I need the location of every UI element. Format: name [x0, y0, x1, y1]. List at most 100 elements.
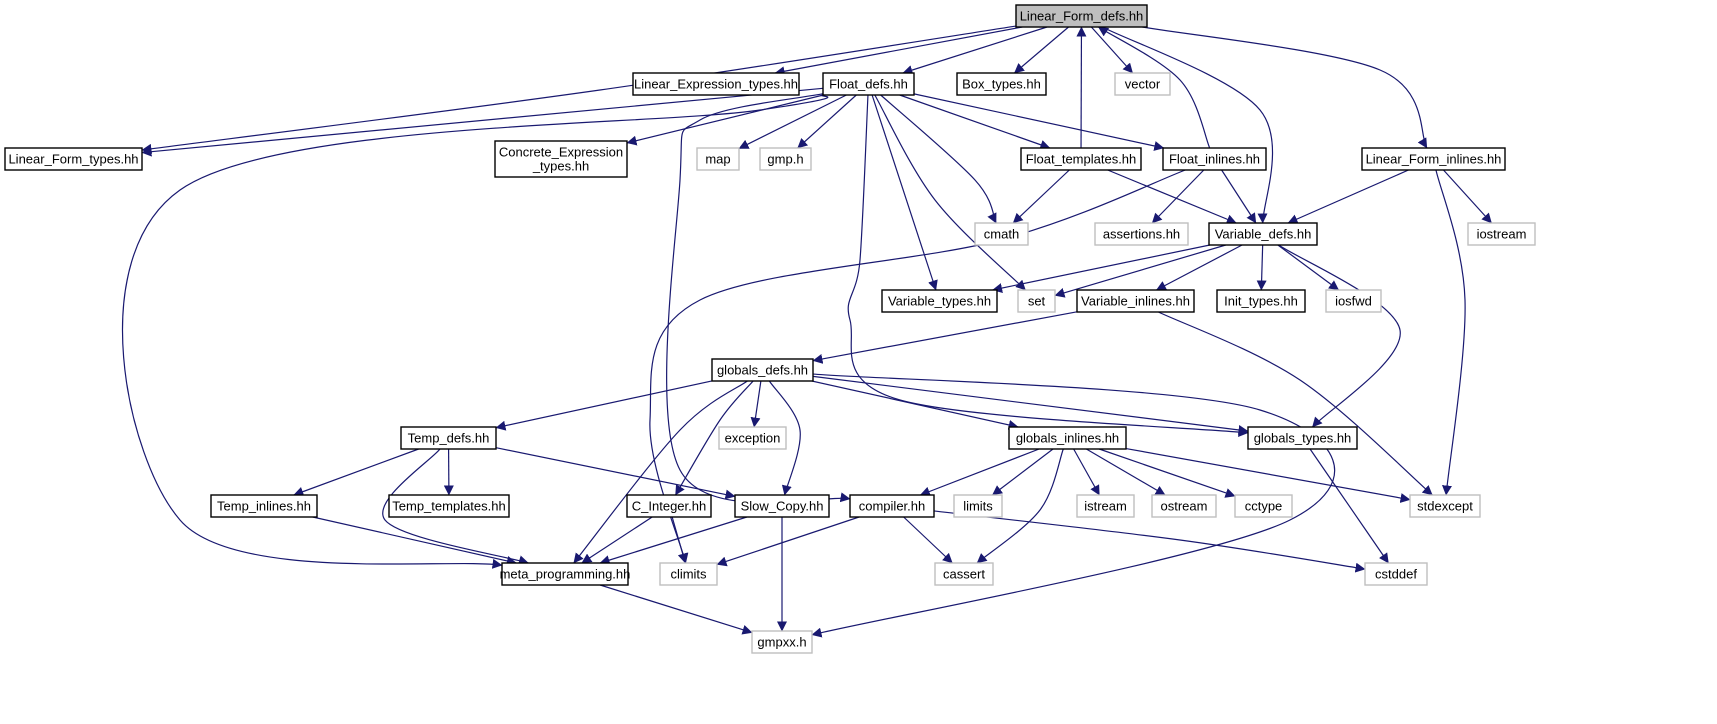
- node-Temp_templates.hh[interactable]: Temp_templates.hh: [388, 494, 510, 518]
- node-label: iostream: [1477, 227, 1527, 242]
- edge-globals_defs.hh-to-meta_programming.hh: [573, 380, 748, 564]
- edge-Linear_Form_inlines.hh-to-stdexcept: [1435, 169, 1466, 496]
- edge-Float_defs.hh-to-cmath: [880, 94, 997, 224]
- node-label: gmp.h: [767, 152, 803, 167]
- node-box: [1208, 222, 1318, 246]
- node-box: [956, 72, 1047, 96]
- edge-Linear_Form_defs.hh-to-vector: [1090, 26, 1134, 74]
- node-label: cctype: [1245, 499, 1283, 514]
- node-box: [1015, 4, 1148, 28]
- node-Init_types.hh[interactable]: Init_types.hh: [1216, 289, 1306, 313]
- node-box: [1234, 494, 1293, 518]
- node-Float_inlines.hh[interactable]: Float_inlines.hh: [1162, 147, 1267, 171]
- edge-Float_templates.hh-to-cmath: [1012, 169, 1070, 224]
- node-gmp.h: gmp.h: [759, 147, 812, 171]
- edge-Float_defs.hh-to-globals_types.hh: [847, 94, 1249, 437]
- edge-Float_defs.hh-to-Variable_types.hh: [871, 94, 938, 291]
- edge-Float_inlines.hh-to-Linear_Form_defs.hh: [1098, 26, 1211, 149]
- node-box: [822, 72, 915, 96]
- node-globals_inlines.hh[interactable]: globals_inlines.hh: [1008, 426, 1127, 450]
- node-box: [210, 494, 318, 518]
- node-Concrete_Expression_types.hh[interactable]: Concrete_Expression_types.hh: [494, 140, 628, 178]
- node-label: compiler.hh: [859, 499, 925, 514]
- node-box: [1162, 147, 1267, 171]
- node-label: Box_types.hh: [962, 77, 1041, 92]
- edge-Float_defs.hh-to-meta_programming.hh: [121, 94, 829, 569]
- node-box: [400, 426, 497, 450]
- edge-globals_types.hh-to-cstddef: [1309, 448, 1389, 564]
- node-label: istream: [1084, 499, 1127, 514]
- node-label: cstddef: [1375, 567, 1417, 582]
- edge-Float_inlines.hh-to-Variable_defs.hh: [1221, 169, 1257, 224]
- node-globals_defs.hh[interactable]: globals_defs.hh: [711, 358, 814, 382]
- node-Linear_Form_types.hh[interactable]: Linear_Form_types.hh: [4, 147, 143, 171]
- node-C_Integer.hh[interactable]: C_Integer.hh: [626, 494, 712, 518]
- node-iosfwd: iosfwd: [1325, 289, 1382, 313]
- node-Linear_Form_defs.hh[interactable]: Linear_Form_defs.hh: [1015, 4, 1148, 28]
- node-map: map: [696, 147, 740, 171]
- node-label: Init_types.hh: [1224, 294, 1298, 309]
- node-Temp_defs.hh[interactable]: Temp_defs.hh: [400, 426, 497, 450]
- node-istream: istream: [1076, 494, 1135, 518]
- node-ostream: ostream: [1151, 494, 1217, 518]
- edge-Variable_inlines.hh-to-globals_defs.hh: [812, 311, 1078, 364]
- node-box: [659, 562, 718, 586]
- edge-C_Integer.hh-to-meta_programming.hh: [581, 516, 653, 564]
- node-box: [501, 562, 629, 586]
- node-box: [1325, 289, 1382, 313]
- node-box: [1216, 289, 1306, 313]
- edge-Linear_Form_defs.hh-to-Variable_defs.hh: [1102, 26, 1274, 224]
- node-Variable_types.hh[interactable]: Variable_types.hh: [881, 289, 998, 313]
- edge-Float_defs.hh-to-Float_templates.hh: [899, 94, 1051, 150]
- node-label: Temp_templates.hh: [392, 499, 505, 514]
- node-box: [626, 494, 712, 518]
- node-climits: climits: [659, 562, 718, 586]
- edge-globals_defs.hh-to-gmpxx.h: [811, 373, 1336, 638]
- edge-Temp_defs.hh-to-meta_programming.hh: [382, 448, 529, 566]
- node-Linear_Expression_types.hh[interactable]: Linear_Expression_types.hh: [632, 72, 800, 96]
- node-Variable_inlines.hh[interactable]: Variable_inlines.hh: [1076, 289, 1195, 313]
- file-nodes: Linear_Form_defs.hhLinear_Expression_typ…: [4, 4, 1536, 654]
- node-Temp_inlines.hh[interactable]: Temp_inlines.hh: [210, 494, 318, 518]
- node-meta_programming.hh[interactable]: meta_programming.hh: [500, 562, 631, 586]
- node-label: Linear_Expression_types.hh: [634, 77, 798, 92]
- node-label: map: [705, 152, 730, 167]
- node-Slow_Copy.hh[interactable]: Slow_Copy.hh: [734, 494, 830, 518]
- node-label: globals_types.hh: [1254, 431, 1352, 446]
- edge-compiler.hh-to-cassert: [903, 516, 953, 564]
- edge-compiler.hh-to-cstddef: [933, 510, 1366, 573]
- edge-globals_inlines.hh-to-istream: [1073, 448, 1100, 496]
- node-box: [696, 147, 740, 171]
- node-box: [388, 494, 510, 518]
- node-Variable_defs.hh[interactable]: Variable_defs.hh: [1208, 222, 1318, 246]
- edge-Linear_Form_defs.hh-to-Box_types.hh: [1014, 26, 1069, 74]
- node-label: Temp_defs.hh: [408, 431, 490, 446]
- edge-Float_defs.hh-to-gmp.h: [797, 94, 857, 149]
- node-box: [1364, 562, 1428, 586]
- edge-globals_defs.hh-to-Temp_defs.hh: [495, 380, 713, 431]
- node-Float_templates.hh[interactable]: Float_templates.hh: [1020, 147, 1142, 171]
- node-label: iosfwd: [1335, 294, 1372, 309]
- edge-Linear_Form_defs.hh-to-Linear_Form_types.hh: [141, 25, 1017, 154]
- edge-Float_defs.hh-to-set: [874, 94, 1026, 291]
- node-box: [1020, 147, 1142, 171]
- edge-globals_defs.hh-to-globals_types.hh: [812, 375, 1249, 435]
- edge-Variable_inlines.hh-to-stdexcept: [1158, 311, 1433, 496]
- dependency-edges: [121, 25, 1492, 638]
- node-label: Float_inlines.hh: [1169, 152, 1260, 167]
- node-box: [1467, 222, 1536, 246]
- edge-Temp_defs.hh-to-Slow_Copy.hh: [495, 447, 736, 500]
- node-box: [1114, 72, 1171, 96]
- edge-Temp_inlines.hh-to-meta_programming.hh: [312, 516, 517, 566]
- node-Box_types.hh[interactable]: Box_types.hh: [956, 72, 1047, 96]
- node-Linear_Form_inlines.hh[interactable]: Linear_Form_inlines.hh: [1361, 147, 1506, 171]
- node-compiler.hh[interactable]: compiler.hh: [849, 494, 935, 518]
- node-label: Slow_Copy.hh: [741, 499, 824, 514]
- edge-C_Integer.hh-to-climits: [671, 516, 688, 564]
- edge-Variable_defs.hh-to-set: [1054, 244, 1226, 298]
- node-globals_types.hh[interactable]: globals_types.hh: [1247, 426, 1358, 450]
- edge-Float_defs.hh-to-Linear_Form_types.hh: [141, 87, 824, 157]
- node-exception: exception: [718, 426, 787, 450]
- node-Float_defs.hh[interactable]: Float_defs.hh: [822, 72, 915, 96]
- edge-Float_templates.hh-to-Variable_defs.hh: [1107, 169, 1237, 225]
